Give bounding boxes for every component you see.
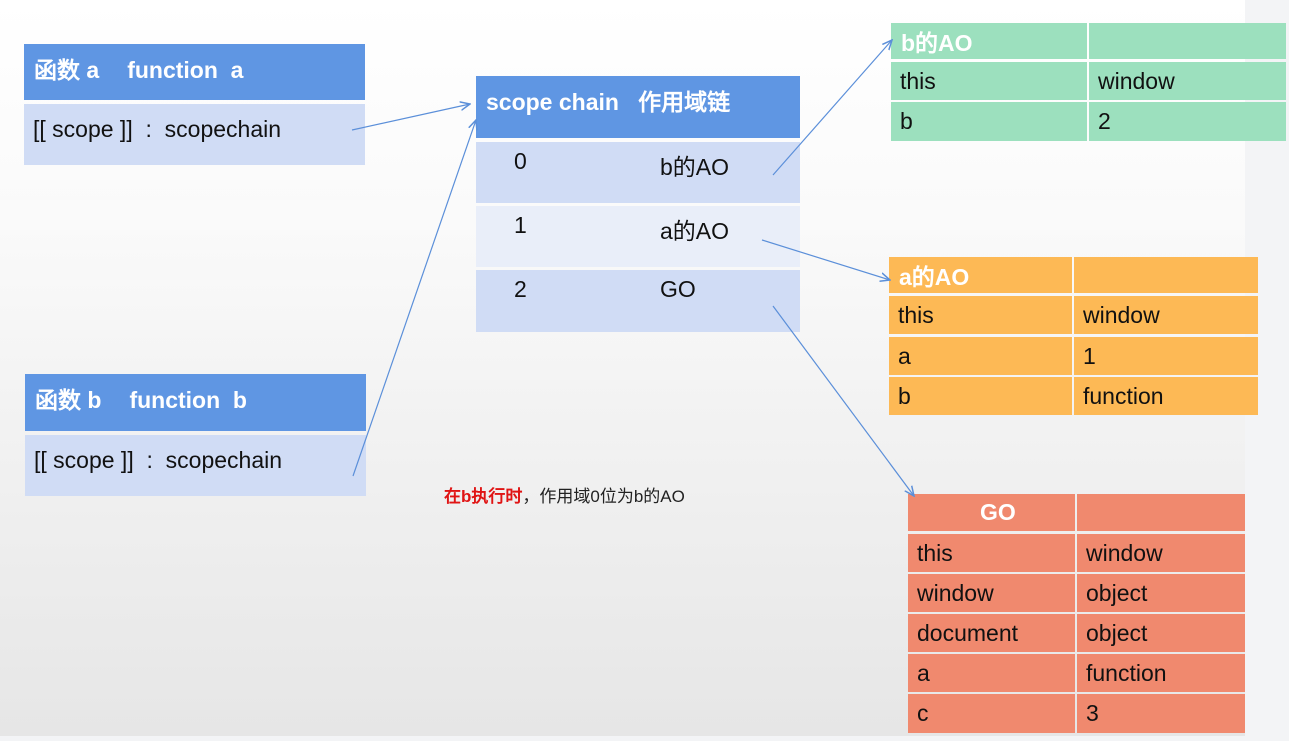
scope-chain-index: 0 bbox=[514, 148, 527, 174]
a-ao-value: function bbox=[1074, 377, 1258, 415]
function-b-keyword: function b bbox=[129, 387, 247, 413]
scope-chain-value: b的AO bbox=[660, 154, 730, 180]
bottom-margin bbox=[0, 736, 1245, 741]
scope-chain-row: 2 GO bbox=[476, 270, 800, 332]
go-value: object bbox=[1077, 574, 1245, 612]
go-key: window bbox=[908, 574, 1075, 612]
function-a-keyword: function a bbox=[127, 57, 244, 83]
b-ao-title: b的AO bbox=[891, 23, 1087, 59]
scope-chain-value: a的AO bbox=[660, 218, 730, 244]
go-value: window bbox=[1077, 534, 1245, 572]
b-ao-value: 2 bbox=[1089, 102, 1286, 141]
a-ao-value: window bbox=[1074, 296, 1258, 334]
scope-chain-value: GO bbox=[660, 276, 696, 302]
scope-chain-row: 1 a的AO bbox=[476, 206, 800, 267]
b-ao-key: this bbox=[891, 62, 1087, 100]
a-ao-key: this bbox=[889, 296, 1072, 334]
function-b-header: 函数 b function b bbox=[25, 374, 366, 431]
function-a-scope: [[ scope ]] : scopechain bbox=[24, 104, 365, 165]
a-ao-key: b bbox=[889, 377, 1072, 415]
function-b-name: 函数 b bbox=[35, 387, 102, 413]
note-rest: ，作用域0位为b的AO bbox=[522, 487, 685, 506]
a-ao-header-empty bbox=[1074, 257, 1258, 293]
function-b-scope: [[ scope ]] : scopechain bbox=[25, 435, 366, 496]
function-a-name: 函数 a bbox=[34, 57, 100, 83]
go-header-empty bbox=[1077, 494, 1245, 531]
b-ao-header-empty bbox=[1089, 23, 1286, 59]
go-key: this bbox=[908, 534, 1075, 572]
go-key: a bbox=[908, 654, 1075, 692]
go-title: GO bbox=[908, 494, 1075, 531]
go-value: 3 bbox=[1077, 694, 1245, 733]
go-key: c bbox=[908, 694, 1075, 733]
function-a-header: 函数 a function a bbox=[24, 44, 365, 100]
a-ao-value: 1 bbox=[1074, 337, 1258, 375]
go-value: function bbox=[1077, 654, 1245, 692]
scope-chain-row: 0 b的AO bbox=[476, 142, 800, 203]
scope-chain-index: 1 bbox=[514, 212, 527, 238]
scope-chain-index: 2 bbox=[514, 276, 527, 302]
scope-chain-header: scope chain 作用域链 bbox=[476, 76, 800, 138]
a-ao-key: a bbox=[889, 337, 1072, 375]
note-highlight: 在b执行时 bbox=[444, 487, 523, 506]
go-key: document bbox=[908, 614, 1075, 652]
b-ao-key: b bbox=[891, 102, 1087, 141]
execution-note: 在b执行时，作用域0位为b的AO bbox=[444, 482, 685, 507]
b-ao-value: window bbox=[1089, 62, 1286, 100]
go-value: object bbox=[1077, 614, 1245, 652]
a-ao-title: a的AO bbox=[889, 257, 1072, 293]
